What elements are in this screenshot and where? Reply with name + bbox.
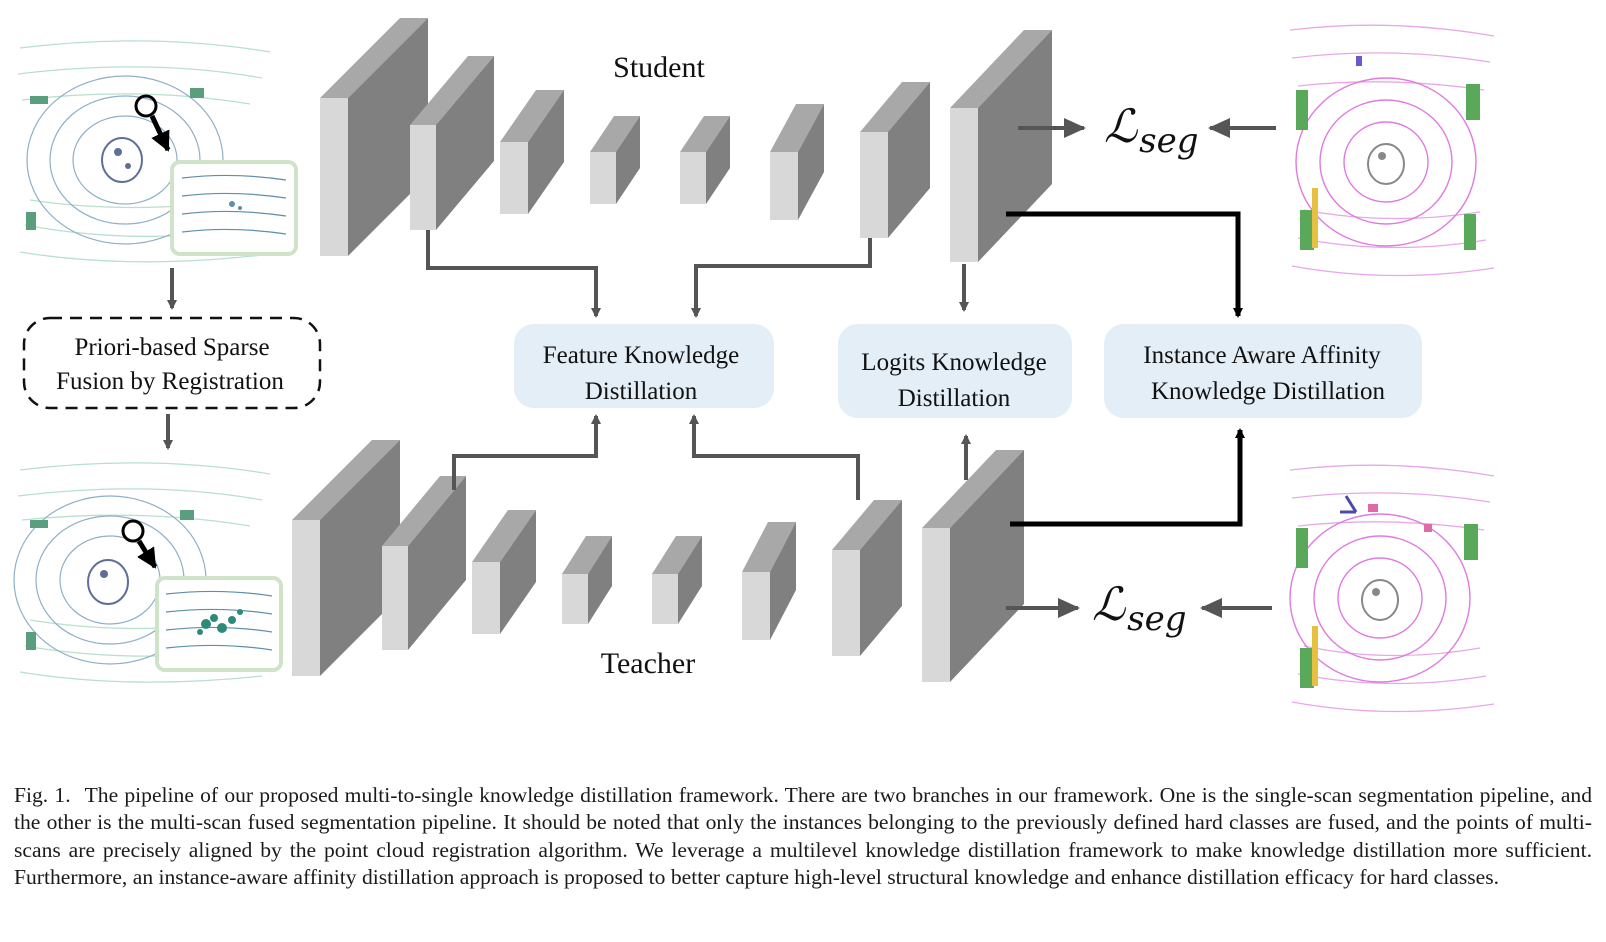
network-block: [590, 116, 640, 204]
pipeline-diagram: Student Teacher Priori-based Sparse Fusi…: [13, 18, 1495, 713]
connector-arrows: [163, 230, 971, 500]
network-block: [950, 30, 1052, 262]
teacher-input-scan-image: [13, 462, 283, 683]
logits-kd-box: [838, 324, 1072, 418]
network-block: [382, 476, 466, 650]
instance-kd-box: [1104, 324, 1422, 418]
feature-kd-label-line2: Distillation: [585, 378, 698, 405]
network-block: [320, 18, 428, 256]
caption-text: The pipeline of our proposed multi-to-si…: [14, 783, 1592, 890]
teacher-network: [292, 440, 1024, 682]
affinity-arrows: [1006, 211, 1245, 527]
feature-kd-label-line1: Feature Knowledge: [543, 342, 739, 369]
network-block: [500, 90, 564, 214]
instance-kd-label-line1: Instance Aware Affinity: [1143, 342, 1381, 369]
network-block: [742, 522, 796, 640]
focus-circle-icon: [121, 519, 145, 543]
network-block: [652, 536, 702, 624]
student-input-scan-image: [17, 40, 298, 263]
student-output-scan-image: [1289, 24, 1495, 277]
teacher-output-scan-image: [1289, 464, 1495, 713]
figure-caption: Fig. 1.The pipeline of our proposed mult…: [14, 782, 1592, 892]
figure-number: Fig. 1.: [14, 783, 71, 807]
network-block: [860, 82, 930, 238]
logits-kd-label-line2: Distillation: [898, 385, 1011, 412]
prior-fusion-label-line2: Fusion by Registration: [56, 368, 284, 395]
student-network: [320, 18, 1052, 262]
loss-arrows: [1006, 118, 1276, 618]
prior-fusion-label-line1: Priori-based Sparse: [74, 334, 269, 361]
network-block: [770, 104, 824, 220]
instance-kd-label-line2: Knowledge Distillation: [1151, 378, 1385, 405]
network-block: [292, 440, 400, 676]
network-block: [832, 500, 902, 656]
feature-kd-box: [514, 324, 774, 408]
network-block: [472, 510, 536, 634]
focus-circle-icon: [134, 94, 158, 118]
prior-fusion-box: [22, 316, 322, 410]
network-block: [680, 116, 730, 204]
teacher-label: Teacher: [601, 647, 695, 680]
network-block: [410, 56, 494, 230]
logits-kd-label-line1: Logits Knowledge: [861, 349, 1046, 376]
student-label: Student: [613, 51, 705, 84]
student-seg-loss: ℒseg: [1104, 99, 1198, 161]
teacher-seg-loss: ℒseg: [1092, 577, 1186, 639]
network-block: [562, 536, 612, 624]
network-block: [922, 450, 1024, 682]
